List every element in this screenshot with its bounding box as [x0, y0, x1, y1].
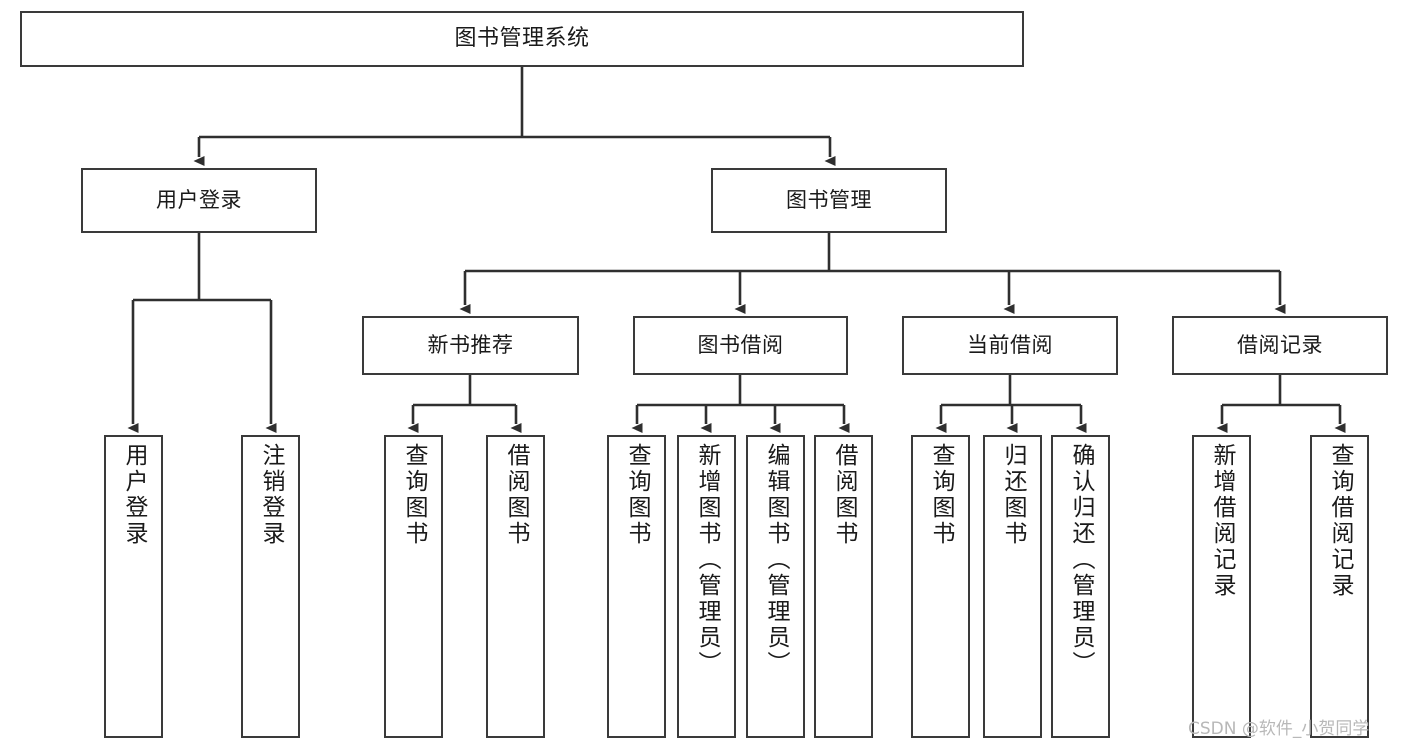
node-leaf-query-book-rec[interactable]: 查询图书	[384, 435, 443, 738]
node-leaf-edit-book-admin-label: 编辑图书（管理员）	[763, 443, 789, 677]
node-leaf-query-book-cur-label: 查询图书	[928, 443, 954, 547]
node-leaf-borrow-book-label: 借阅图书	[831, 443, 857, 547]
node-leaf-query-borrow-record[interactable]: 查询借阅记录	[1310, 435, 1369, 738]
node-leaf-add-borrow-record-label: 新增借阅记录	[1209, 443, 1235, 599]
node-book-manage-label: 图书管理	[786, 188, 872, 213]
node-leaf-query-borrow-record-label: 查询借阅记录	[1327, 443, 1353, 599]
node-leaf-return-book-label: 归还图书	[1000, 443, 1026, 547]
node-leaf-add-book-admin-label: 新增图书（管理员）	[694, 443, 720, 677]
node-current-borrow[interactable]: 当前借阅	[902, 316, 1118, 375]
node-leaf-borrow-book[interactable]: 借阅图书	[814, 435, 873, 738]
node-new-book-recommend-label: 新书推荐	[427, 333, 514, 358]
node-root[interactable]: 图书管理系统	[20, 11, 1024, 67]
node-user-login-label: 用户登录	[156, 188, 242, 213]
node-leaf-query-book-borrow-label: 查询图书	[624, 443, 650, 547]
node-leaf-user-login-label: 用户登录	[121, 443, 147, 547]
node-leaf-query-book-cur[interactable]: 查询图书	[911, 435, 970, 738]
node-leaf-add-book-admin[interactable]: 新增图书（管理员）	[677, 435, 736, 738]
node-leaf-borrow-book-rec-label: 借阅图书	[503, 443, 529, 547]
node-leaf-return-book[interactable]: 归还图书	[983, 435, 1042, 738]
node-leaf-user-logout[interactable]: 注销登录	[241, 435, 300, 738]
node-leaf-borrow-book-rec[interactable]: 借阅图书	[486, 435, 545, 738]
node-leaf-query-book-borrow[interactable]: 查询图书	[607, 435, 666, 738]
node-leaf-add-borrow-record[interactable]: 新增借阅记录	[1192, 435, 1251, 738]
node-borrow-record-label: 借阅记录	[1237, 333, 1323, 358]
node-leaf-user-login[interactable]: 用户登录	[104, 435, 163, 738]
node-user-login[interactable]: 用户登录	[81, 168, 317, 233]
csdn-watermark: CSDN @软件_小贺同学	[1188, 719, 1370, 739]
node-leaf-user-logout-label: 注销登录	[258, 443, 284, 547]
node-book-manage[interactable]: 图书管理	[711, 168, 947, 233]
node-new-book-recommend[interactable]: 新书推荐	[362, 316, 579, 375]
node-leaf-edit-book-admin[interactable]: 编辑图书（管理员）	[746, 435, 805, 738]
node-leaf-confirm-return-admin-label: 确认归还（管理员）	[1068, 443, 1094, 677]
node-current-borrow-label: 当前借阅	[967, 333, 1053, 358]
node-leaf-query-book-rec-label: 查询图书	[401, 443, 427, 547]
node-borrow-record[interactable]: 借阅记录	[1172, 316, 1388, 375]
node-leaf-confirm-return-admin[interactable]: 确认归还（管理员）	[1051, 435, 1110, 738]
node-book-borrow[interactable]: 图书借阅	[633, 316, 848, 375]
node-book-borrow-label: 图书借阅	[697, 333, 784, 358]
node-root-label: 图书管理系统	[454, 26, 590, 52]
